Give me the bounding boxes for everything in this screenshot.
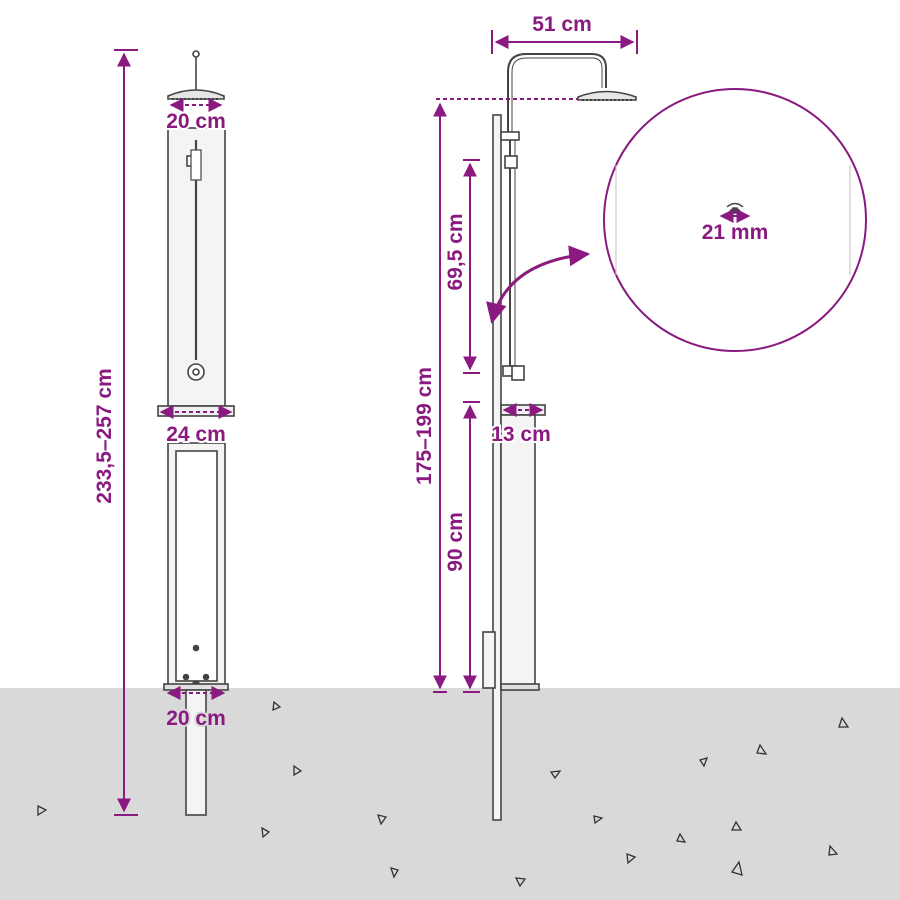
slide-rail-length-label: 69,5 cm [444, 213, 467, 290]
curved-arrow-icon [486, 245, 591, 325]
side-dimensions [433, 30, 638, 693]
column-side [492, 114, 502, 821]
side-view-shower [482, 53, 637, 821]
hose-connector-label: 21 mm [702, 221, 769, 244]
shower-head-side [577, 90, 637, 101]
tray-depth-side-label: 13 cm [491, 423, 551, 446]
base-width-front-label: 20 cm [166, 707, 226, 730]
valve-side [511, 365, 525, 381]
head-width-front-label: 20 cm [166, 110, 226, 133]
total-height-label: 233,5–257 cm [93, 368, 116, 503]
tray-width-front-label: 24 cm [166, 423, 226, 446]
ground-area [0, 688, 900, 900]
side-height-label: 175–199 cm [413, 367, 436, 485]
arm-reach-label: 51 cm [532, 13, 592, 36]
box-height-label: 90 cm [444, 512, 467, 572]
front-dimensions [114, 49, 233, 816]
shower-arm-side [507, 53, 607, 140]
front-view-shower [157, 50, 235, 816]
lower-box-side [500, 414, 536, 689]
shower-head-front [167, 89, 225, 100]
detail-magnifier: 21 mm [603, 88, 867, 352]
